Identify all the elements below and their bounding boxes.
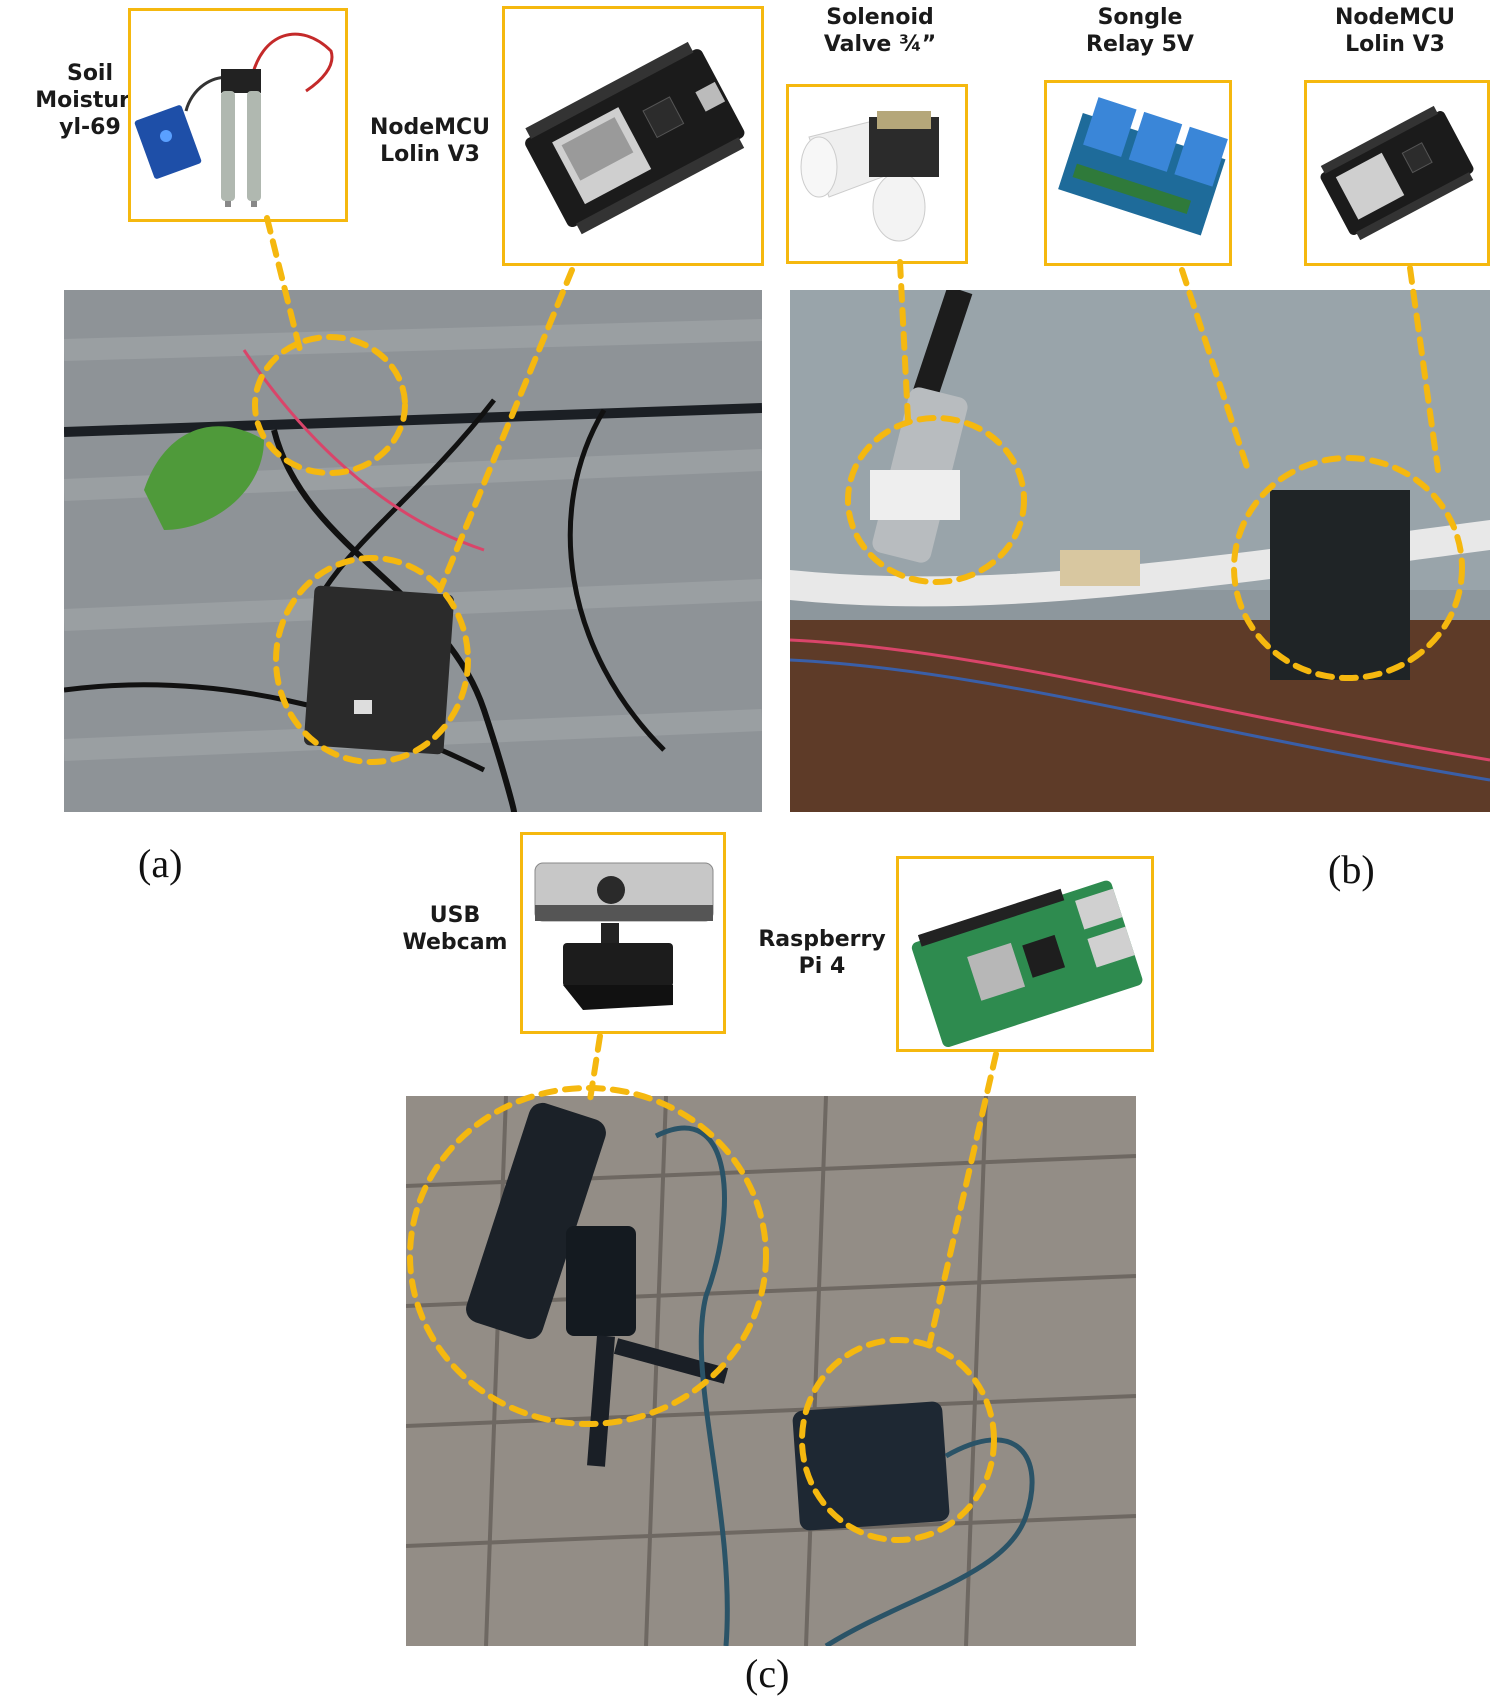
relay-module-image <box>1058 97 1228 236</box>
nodemcu-b-board-image <box>1320 105 1474 241</box>
usb-webcam-image <box>534 862 714 1010</box>
photo-b-valve-relay <box>790 290 1490 812</box>
solenoid-valve-thumbnail <box>786 84 968 264</box>
caption-b: (b) <box>1328 847 1375 892</box>
connector-nodemcu-a <box>437 267 575 593</box>
callout-webcam-location <box>407 1085 769 1427</box>
photo-a-scene <box>64 290 762 812</box>
connector-solenoid-valve <box>897 259 911 423</box>
connector-relay <box>1179 267 1251 473</box>
nodemcu-b-thumbnail <box>1304 80 1490 266</box>
solenoid-valve-image <box>800 111 939 242</box>
connector-raspberry-pi <box>927 1051 999 1345</box>
soil-moisture-thumbnail <box>128 8 348 222</box>
connector-soil-moisture <box>264 215 303 353</box>
caption-c: (c) <box>745 1651 790 1696</box>
callout-relay-nodemcu-location <box>1231 455 1465 681</box>
photo-c-scene <box>406 1096 1136 1646</box>
nodemcu-a-thumbnail <box>502 6 764 266</box>
caption-a: (a) <box>138 841 183 886</box>
raspberry-pi-board-image <box>911 880 1143 1048</box>
photo-a-field-sensor <box>64 290 762 812</box>
nodemcu-a-board-image <box>525 41 745 235</box>
callout-nodemcu-a-location <box>273 555 471 765</box>
photo-c-webcam-pi <box>406 1096 1136 1646</box>
soil-moisture-sensor-image <box>134 32 334 207</box>
callout-solenoid-location <box>845 415 1027 585</box>
relay-thumbnail <box>1044 80 1232 266</box>
raspberry-pi-thumbnail <box>896 856 1154 1052</box>
connector-nodemcu-b <box>1407 265 1441 473</box>
webcam-thumbnail <box>520 832 726 1034</box>
callout-raspberry-pi-location <box>799 1337 997 1543</box>
callout-soil-moisture-location <box>252 334 408 476</box>
